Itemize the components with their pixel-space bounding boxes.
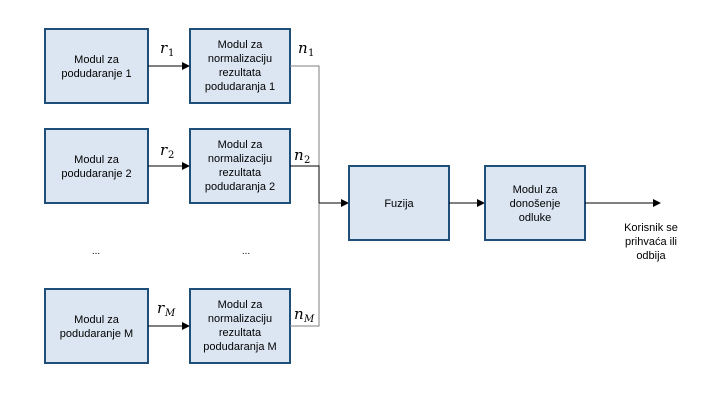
normalization-module-1-line2: normalizaciju [208,53,272,65]
normalization-module-m-line3: rezultata [219,327,262,339]
normalization-module-2-line1: Modul za [218,139,264,151]
normalization-module-2-line2: normalizaciju [208,153,272,165]
normalized-label-nm: n M [294,305,315,325]
score-label-r1: r 1 [160,39,174,59]
normalization-module-2: Modul za normalizaciju rezultata podudar… [189,128,291,204]
decision-line2: donošenje [510,198,561,210]
ellipsis-matching: ... [92,246,100,257]
normalized-nm-symbol: n [294,305,304,323]
ellipsis-normalization: ... [242,246,250,257]
matching-module-m: Modul za podudaranje M [44,288,149,364]
matching-module-2-line1: Modul za [74,154,120,166]
score-r1-symbol: r [160,39,168,57]
normalization-module-2-line4: podudaranja 2 [205,181,275,193]
normalization-module-m-line2: normalizaciju [208,313,272,325]
matching-module-m-line1: Modul za [74,314,120,326]
fusion-module: Fuzija [348,165,450,241]
fusion-label: Fuzija [384,198,414,210]
output-label: Korisnik se prihvaća ili odbija [624,222,678,262]
normalization-module-m-line4: podudaranja M [203,341,276,353]
score-rm-symbol: r [157,299,165,317]
normalization-module-2-line3: rezultata [219,167,262,179]
normalized-label-n2: n 2 [294,146,310,166]
score-rm-subscript: M [164,308,176,319]
normalization-module-m: Modul za normalizaciju rezultata podudar… [189,288,291,364]
score-r2-symbol: r [160,141,168,159]
score-label-rm: r M [157,299,176,319]
matching-module-1-line1: Modul za [74,54,120,66]
normalized-n2-symbol: n [294,146,304,164]
score-r1-subscript: 1 [168,48,174,59]
output-line3: odbija [636,250,666,262]
normalization-module-1: Modul za normalizaciju rezultata podudar… [189,28,291,104]
normalized-n2-subscript: 2 [304,155,310,166]
normalization-module-1-line1: Modul za [218,39,264,51]
matching-module-2: Modul za podudaranje 2 [44,128,149,204]
score-label-r2: r 2 [160,141,174,161]
score-r2-subscript: 2 [168,150,174,161]
connector-n2 [290,165,320,203]
normalized-n1-symbol: n [298,39,308,57]
decision-module: Modul za donošenje odluke [484,165,586,241]
normalized-label-n1: n 1 [298,39,314,59]
output-line1: Korisnik se [624,222,678,234]
normalized-nm-subscript: M [303,314,315,325]
connector-n1 [290,65,320,203]
decision-line1: Modul za [513,184,559,196]
connector-nm [290,203,320,327]
normalization-module-m-line1: Modul za [218,299,264,311]
normalization-module-1-line4: podudaranja 1 [205,81,275,93]
output-line2: prihvaća ili [625,236,677,248]
decision-line3: odluke [519,212,551,224]
normalization-module-1-line3: rezultata [219,67,262,79]
matching-module-1: Modul za podudaranje 1 [44,28,149,104]
matching-module-1-line2: podudaranje 1 [61,68,131,80]
normalized-n1-subscript: 1 [308,48,314,59]
matching-module-m-line2: podudaranje M [60,328,133,340]
matching-module-2-line2: podudaranje 2 [61,168,131,180]
